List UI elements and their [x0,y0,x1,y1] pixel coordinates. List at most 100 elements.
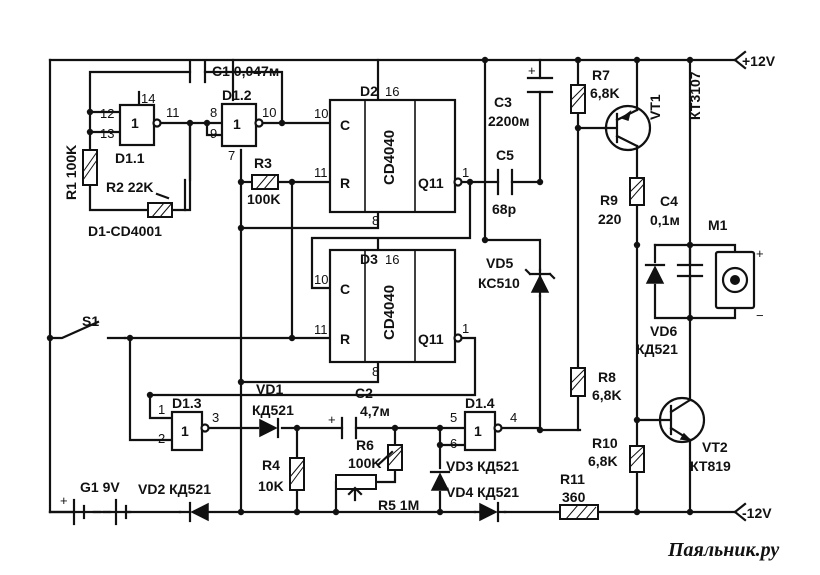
supply-negative-terminal: -12V [733,502,772,522]
watermark: Паяльник.ру [667,539,779,561]
resistor-r6: R6 100K [348,437,403,471]
svg-text:16: 16 [385,84,399,99]
gate-d1-3: 1 D1.3 1 2 3 [158,395,219,452]
switch-s1: S1 [48,313,127,340]
svg-text:+: + [60,493,68,508]
svg-text:C5: C5 [496,147,514,163]
svg-text:VD3 КД521: VD3 КД521 [446,458,519,474]
svg-text:0,1м: 0,1м [650,212,680,228]
svg-text:R: R [340,331,350,347]
svg-text:6,8K: 6,8K [588,453,618,469]
svg-text:9: 9 [210,126,217,141]
svg-text:R9: R9 [600,192,618,208]
svg-text:R7: R7 [592,67,610,83]
svg-text:R10: R10 [592,435,618,451]
svg-text:14: 14 [141,91,155,106]
resistor-r2: R2 22K [106,179,173,218]
svg-text:10K: 10K [258,478,284,494]
svg-text:C2: C2 [355,385,373,401]
transistor-vt2: VT2 КТ819 [658,396,731,474]
resistor-r3: R3 100K [247,155,280,207]
svg-text:13: 13 [100,126,114,141]
svg-text:6,8K: 6,8K [592,387,622,403]
svg-text:D1.4: D1.4 [465,395,495,411]
svg-text:VD2 КД521: VD2 КД521 [138,481,211,497]
svg-text:C: C [340,117,350,133]
svg-text:M1: M1 [708,217,728,233]
svg-text:КТ3107: КТ3107 [687,71,703,120]
svg-text:10: 10 [262,105,276,120]
svg-text:КД521: КД521 [636,341,678,357]
resistor-r1: R1 100K [63,145,98,200]
svg-text:R8: R8 [598,369,616,385]
svg-text:R6: R6 [356,437,374,453]
counter-d3: C R Q11 CD4040 D3 16 10 11 8 1 [314,248,469,379]
svg-text:6: 6 [450,436,457,451]
resistor-r11: R11 360 [559,471,599,520]
svg-text:7: 7 [228,148,235,163]
svg-text:100K: 100K [247,191,280,207]
svg-text:8: 8 [372,213,379,228]
svg-text:+: + [756,246,764,261]
svg-text:R1 100K: R1 100K [63,145,79,200]
transistor-vt1: VT1 КТ3107 [603,71,703,152]
svg-text:11: 11 [166,105,180,120]
supply-positive-terminal: +12V [733,50,776,70]
svg-text:-12V: -12V [742,505,772,521]
wires [48,58,737,514]
svg-text:1: 1 [131,115,139,131]
zener-vd5: VD5 КС510 [478,255,556,298]
svg-text:VD4 КД521: VD4 КД521 [446,484,519,500]
gate-d1-2: 1 D1.2 8 9 7 10 [210,87,276,163]
svg-text:+: + [528,63,536,78]
svg-text:КТ819: КТ819 [690,458,731,474]
svg-text:R11: R11 [560,471,585,487]
svg-text:16: 16 [385,252,399,267]
diode-vd3: VD3 КД521 [429,458,519,491]
svg-text:12: 12 [100,106,114,121]
svg-text:−: − [756,308,764,323]
gate-d1-4: 1 D1.4 5 6 4 [450,395,517,452]
svg-text:R4: R4 [262,457,280,473]
svg-text:R2 22K: R2 22K [106,179,153,195]
svg-text:1: 1 [462,321,469,336]
svg-text:68p: 68p [492,201,516,217]
svg-text:R5 1M: R5 1M [378,497,419,513]
svg-text:1: 1 [181,423,189,439]
d1-chip-note: D1-CD4001 [88,223,162,239]
svg-text:1: 1 [474,423,482,439]
svg-text:6,8K: 6,8K [590,85,620,101]
svg-text:1: 1 [158,402,165,417]
resistor-r9: R9 220 [598,177,645,227]
resistor-r7: R7 6,8K [570,67,620,114]
svg-text:R: R [340,175,350,191]
svg-text:2200м: 2200м [488,113,530,129]
svg-text:CD4040: CD4040 [381,130,398,185]
svg-text:11: 11 [314,322,328,337]
resistor-r10: R10 6,8K [588,435,645,473]
svg-text:C4: C4 [660,193,678,209]
svg-text:1: 1 [462,165,469,180]
capacitor-c5: C5 68p [492,147,516,217]
svg-text:2: 2 [158,431,165,446]
svg-text:R3: R3 [254,155,272,171]
svg-text:10: 10 [314,106,328,121]
svg-text:Q11: Q11 [418,175,444,191]
resistor-r8: R8 6,8K [570,367,622,403]
svg-text:CD4040: CD4040 [381,285,398,340]
svg-text:4: 4 [510,410,517,425]
resistor-r4: R4 10K [258,457,305,494]
svg-text:+: + [328,412,336,427]
diode-vd2: VD2 КД521 [138,481,243,523]
svg-text:11: 11 [314,165,328,180]
svg-text:100K: 100K [348,455,381,471]
capacitor-c2: + C2 4,7м [328,385,390,440]
svg-text:VT1: VT1 [647,94,663,120]
svg-text:3: 3 [212,410,219,425]
svg-text:10: 10 [314,272,328,287]
svg-text:VT2: VT2 [702,439,728,455]
svg-text:+12V: +12V [742,53,776,69]
svg-text:КС510: КС510 [478,275,520,291]
svg-text:VD1: VD1 [256,381,283,397]
